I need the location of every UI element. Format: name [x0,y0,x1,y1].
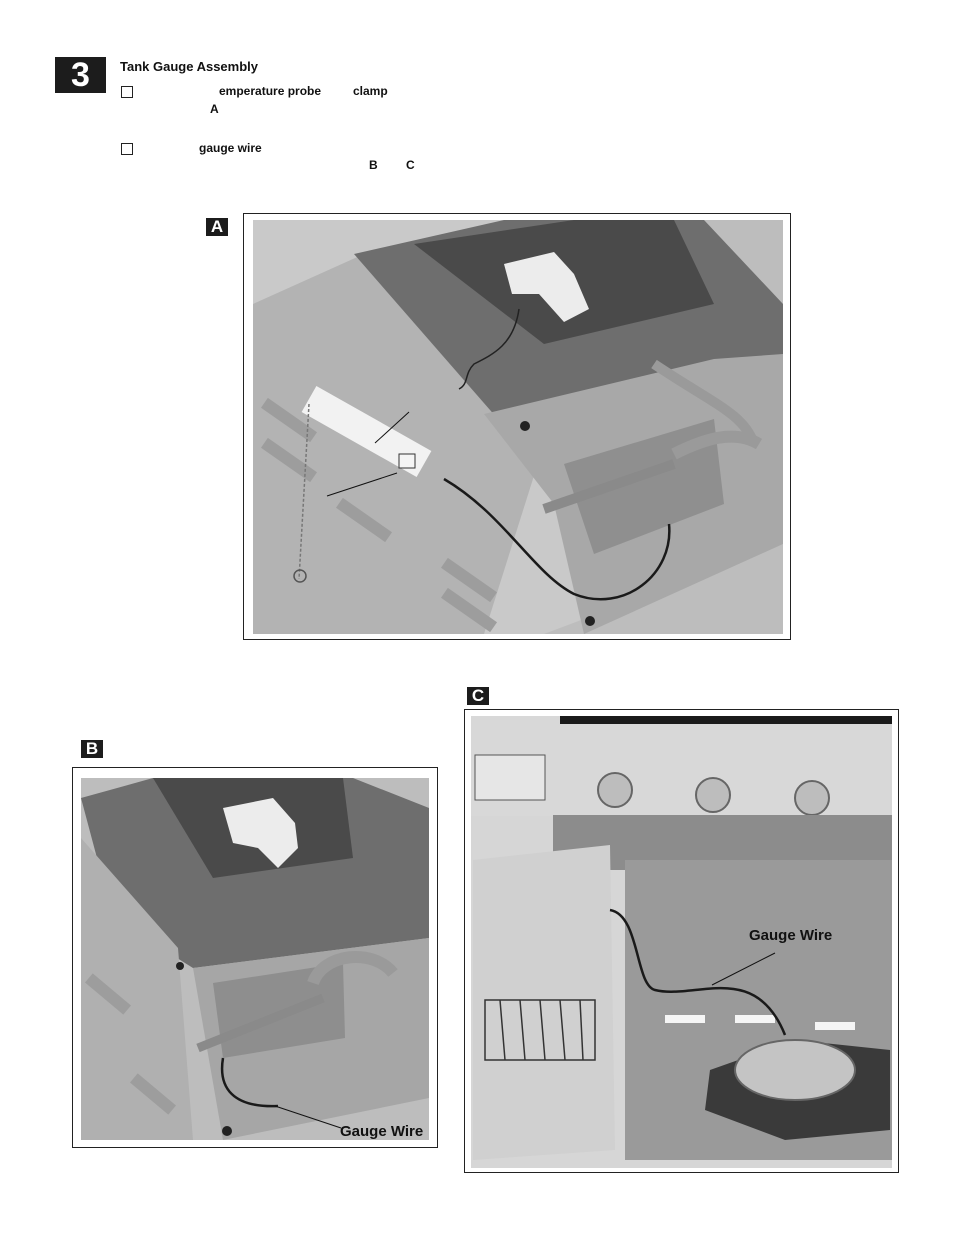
instruction-2-figure-ref-c: C [406,158,415,172]
instruction-1-checkbox[interactable] [121,86,133,98]
instruction-2-figure-ref-b: B [369,158,378,172]
figure-b-illustration: Gauge Wire [72,767,438,1148]
instruction-1-figure-ref: A [210,102,219,116]
instruction-1-text-b: clamp [353,84,388,98]
instruction-1-text-a: emperature probe [219,84,322,98]
step-number-badge: 3 [55,57,106,93]
figure-a-label: A [206,218,228,236]
figure-c-label: C [467,687,489,705]
figure-b-gauge-wire-callout: Gauge Wire [340,1123,424,1140]
step-title: Tank Gauge Assembly [120,59,258,74]
figure-a-illustration [243,213,791,640]
instruction-2-text-a: gauge wire [199,141,262,155]
instruction-2-checkbox[interactable] [121,143,133,155]
figure-c-gauge-wire-callout: Gauge Wire [749,927,833,944]
figure-b-label: B [81,740,103,758]
figure-c-illustration: Gauge Wire [464,709,899,1173]
